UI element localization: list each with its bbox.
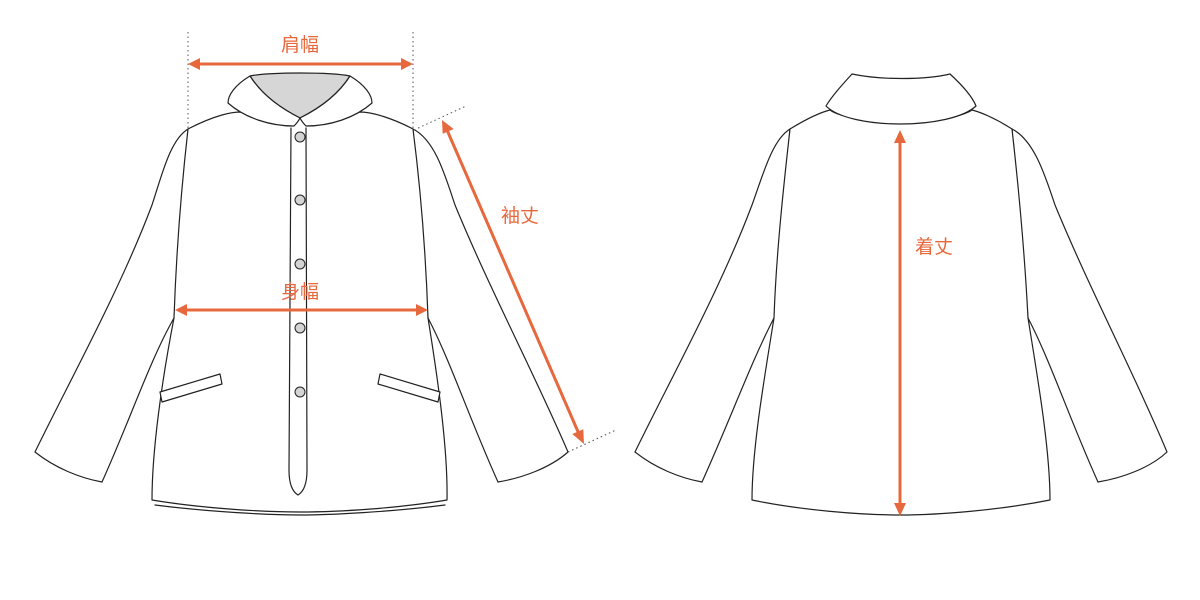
front-button-5 (294, 386, 306, 398)
back-collar (825, 73, 977, 125)
total-length-arrowhead-bottom (894, 503, 906, 516)
front-pocket-right (377, 373, 441, 403)
front-button-3 (294, 258, 306, 270)
sleeve-length-arrowhead-bottom (572, 429, 584, 444)
front-button-4 (294, 322, 306, 334)
body-width-measure: 身幅 (175, 281, 428, 316)
shoulder-width-arrowhead-right (401, 58, 413, 70)
sleeve-length-measure: 袖丈 (442, 120, 584, 444)
front-button-2 (294, 194, 306, 206)
front-view: 肩幅 身幅 袖丈 (34, 32, 617, 516)
sleeve-length-arrowhead-top (442, 120, 454, 134)
total-length-arrowhead-top (894, 130, 906, 143)
front-collar-right (299, 75, 373, 127)
front-pocket-left (159, 373, 223, 403)
body-width-arrowhead-left (175, 304, 187, 316)
front-placket-line (288, 127, 308, 496)
shoulder-width-label: 肩幅 (281, 34, 319, 56)
back-view: 着丈 (634, 73, 1168, 516)
front-collar-left (227, 75, 301, 127)
total-length-label: 着丈 (915, 236, 953, 258)
sleeve-length-arrow-icon (445, 129, 581, 435)
sleeve-length-label: 袖丈 (501, 205, 539, 227)
body-width-label: 身幅 (281, 281, 319, 303)
front-button-1 (294, 131, 306, 143)
sleeve-guide-top (413, 105, 467, 131)
front-body (151, 111, 448, 513)
front-hem-line (154, 504, 446, 516)
body-width-arrowhead-right (416, 304, 428, 316)
shoulder-width-arrowhead-left (188, 58, 200, 70)
shoulder-width-measure: 肩幅 (188, 34, 413, 70)
total-length-measure: 着丈 (894, 130, 953, 516)
